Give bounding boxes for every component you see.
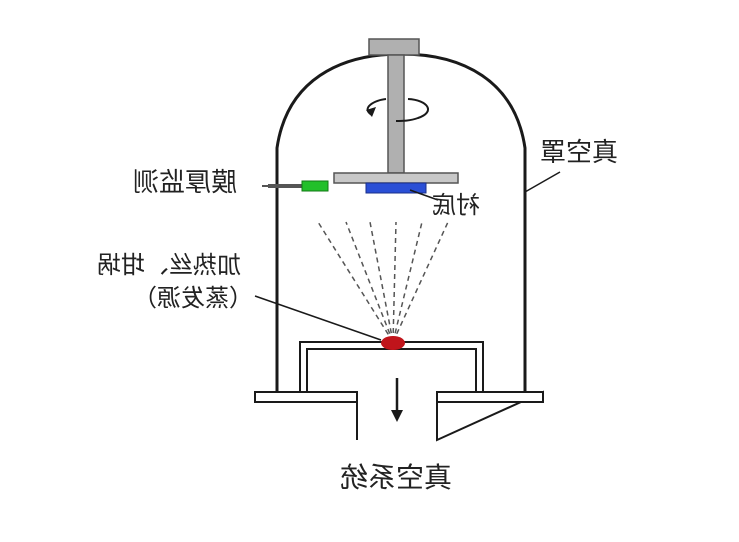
thickness-monitor-label: 膜厚监测 xyxy=(133,168,238,198)
shaft-knob xyxy=(368,38,420,56)
thickness-monitor-sensor xyxy=(301,180,329,192)
substrate xyxy=(365,182,427,194)
vacuum-chamber-text: 真空罩 xyxy=(540,138,619,168)
vacuum-chamber-label: 真空罩 xyxy=(540,138,619,168)
source-leader xyxy=(254,295,382,341)
substrate-holder xyxy=(333,172,459,184)
substrate-leader xyxy=(409,189,439,201)
vacuum-system-text: 真空系统 xyxy=(340,461,453,494)
substrate-text: 衬底 xyxy=(432,191,480,219)
substrate-label: 衬底 xyxy=(432,191,480,219)
base-left xyxy=(254,391,358,403)
chamber-leader xyxy=(524,171,561,193)
evaporation-source-text-1: 加热丝、坩埚 xyxy=(97,251,241,279)
background-panel xyxy=(15,18,723,526)
rotation-arrow-icon xyxy=(366,98,429,122)
base-right xyxy=(436,391,544,403)
thickness-monitor-text: 膜厚监测 xyxy=(133,168,238,198)
evaporation-source-text-2: （蒸发源） xyxy=(133,284,253,312)
vacuum-system-label: 真空系统 xyxy=(340,461,453,494)
evaporation-source-label-line2: （蒸发源） xyxy=(133,284,253,312)
evaporation-source xyxy=(381,336,405,350)
vapor-lines xyxy=(317,221,449,343)
evaporation-source-label-line1: 加热丝、坩埚 xyxy=(97,251,241,279)
rotation-shaft xyxy=(387,54,405,174)
pump-arrow-icon xyxy=(391,378,403,422)
